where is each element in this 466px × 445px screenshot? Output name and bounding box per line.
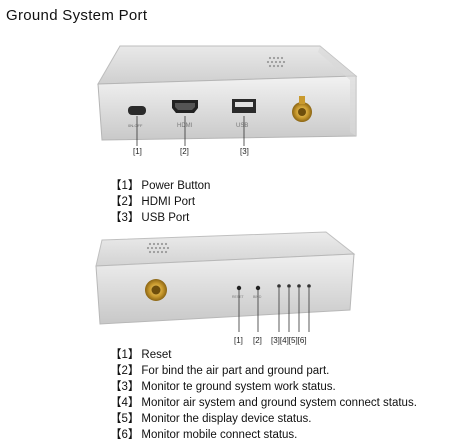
top-legend: 【1】Power Button 【2】HDMI Port 【3】USB Port: [110, 178, 210, 226]
legend-item: 【1】Power Button: [110, 180, 211, 192]
legend-item: 【4】Monitor air system and ground system …: [110, 397, 417, 409]
legend-item: 【5】Monitor the display device status.: [110, 413, 312, 425]
callout-3: [3]: [240, 147, 249, 156]
callout-1: [1]: [133, 147, 142, 156]
legend-item: 【1】Reset: [110, 349, 172, 361]
ground-unit-front-photo: 0N-OFF HDMI USB: [97, 45, 358, 146]
callout-bind: [2]: [253, 336, 262, 345]
legend-item: 【3】Monitor te ground system work status.: [110, 381, 336, 393]
reset-label-on-device: RESET: [232, 295, 245, 299]
callout-reset: [1]: [234, 336, 243, 345]
page-title: Ground System Port: [6, 7, 148, 24]
callout-2: [2]: [180, 147, 189, 156]
usb-label-on-device: USB: [236, 123, 248, 129]
bottom-legend: 【1】Reset 【2】For bind the air part and gr…: [110, 347, 417, 443]
power-label-on-device: 0N-OFF: [128, 123, 143, 128]
legend-item: 【6】Monitor mobile connect status.: [110, 429, 298, 441]
legend-item: 【2】For bind the air part and ground part…: [110, 365, 330, 377]
legend-item: 【3】USB Port: [110, 212, 190, 224]
bind-label-on-device: BIND: [253, 295, 262, 299]
ground-unit-rear-photo: RESET BIND: [95, 231, 356, 332]
callout-leds: [3][4][5][6]: [271, 336, 307, 345]
legend-item: 【2】HDMI Port: [110, 196, 196, 208]
